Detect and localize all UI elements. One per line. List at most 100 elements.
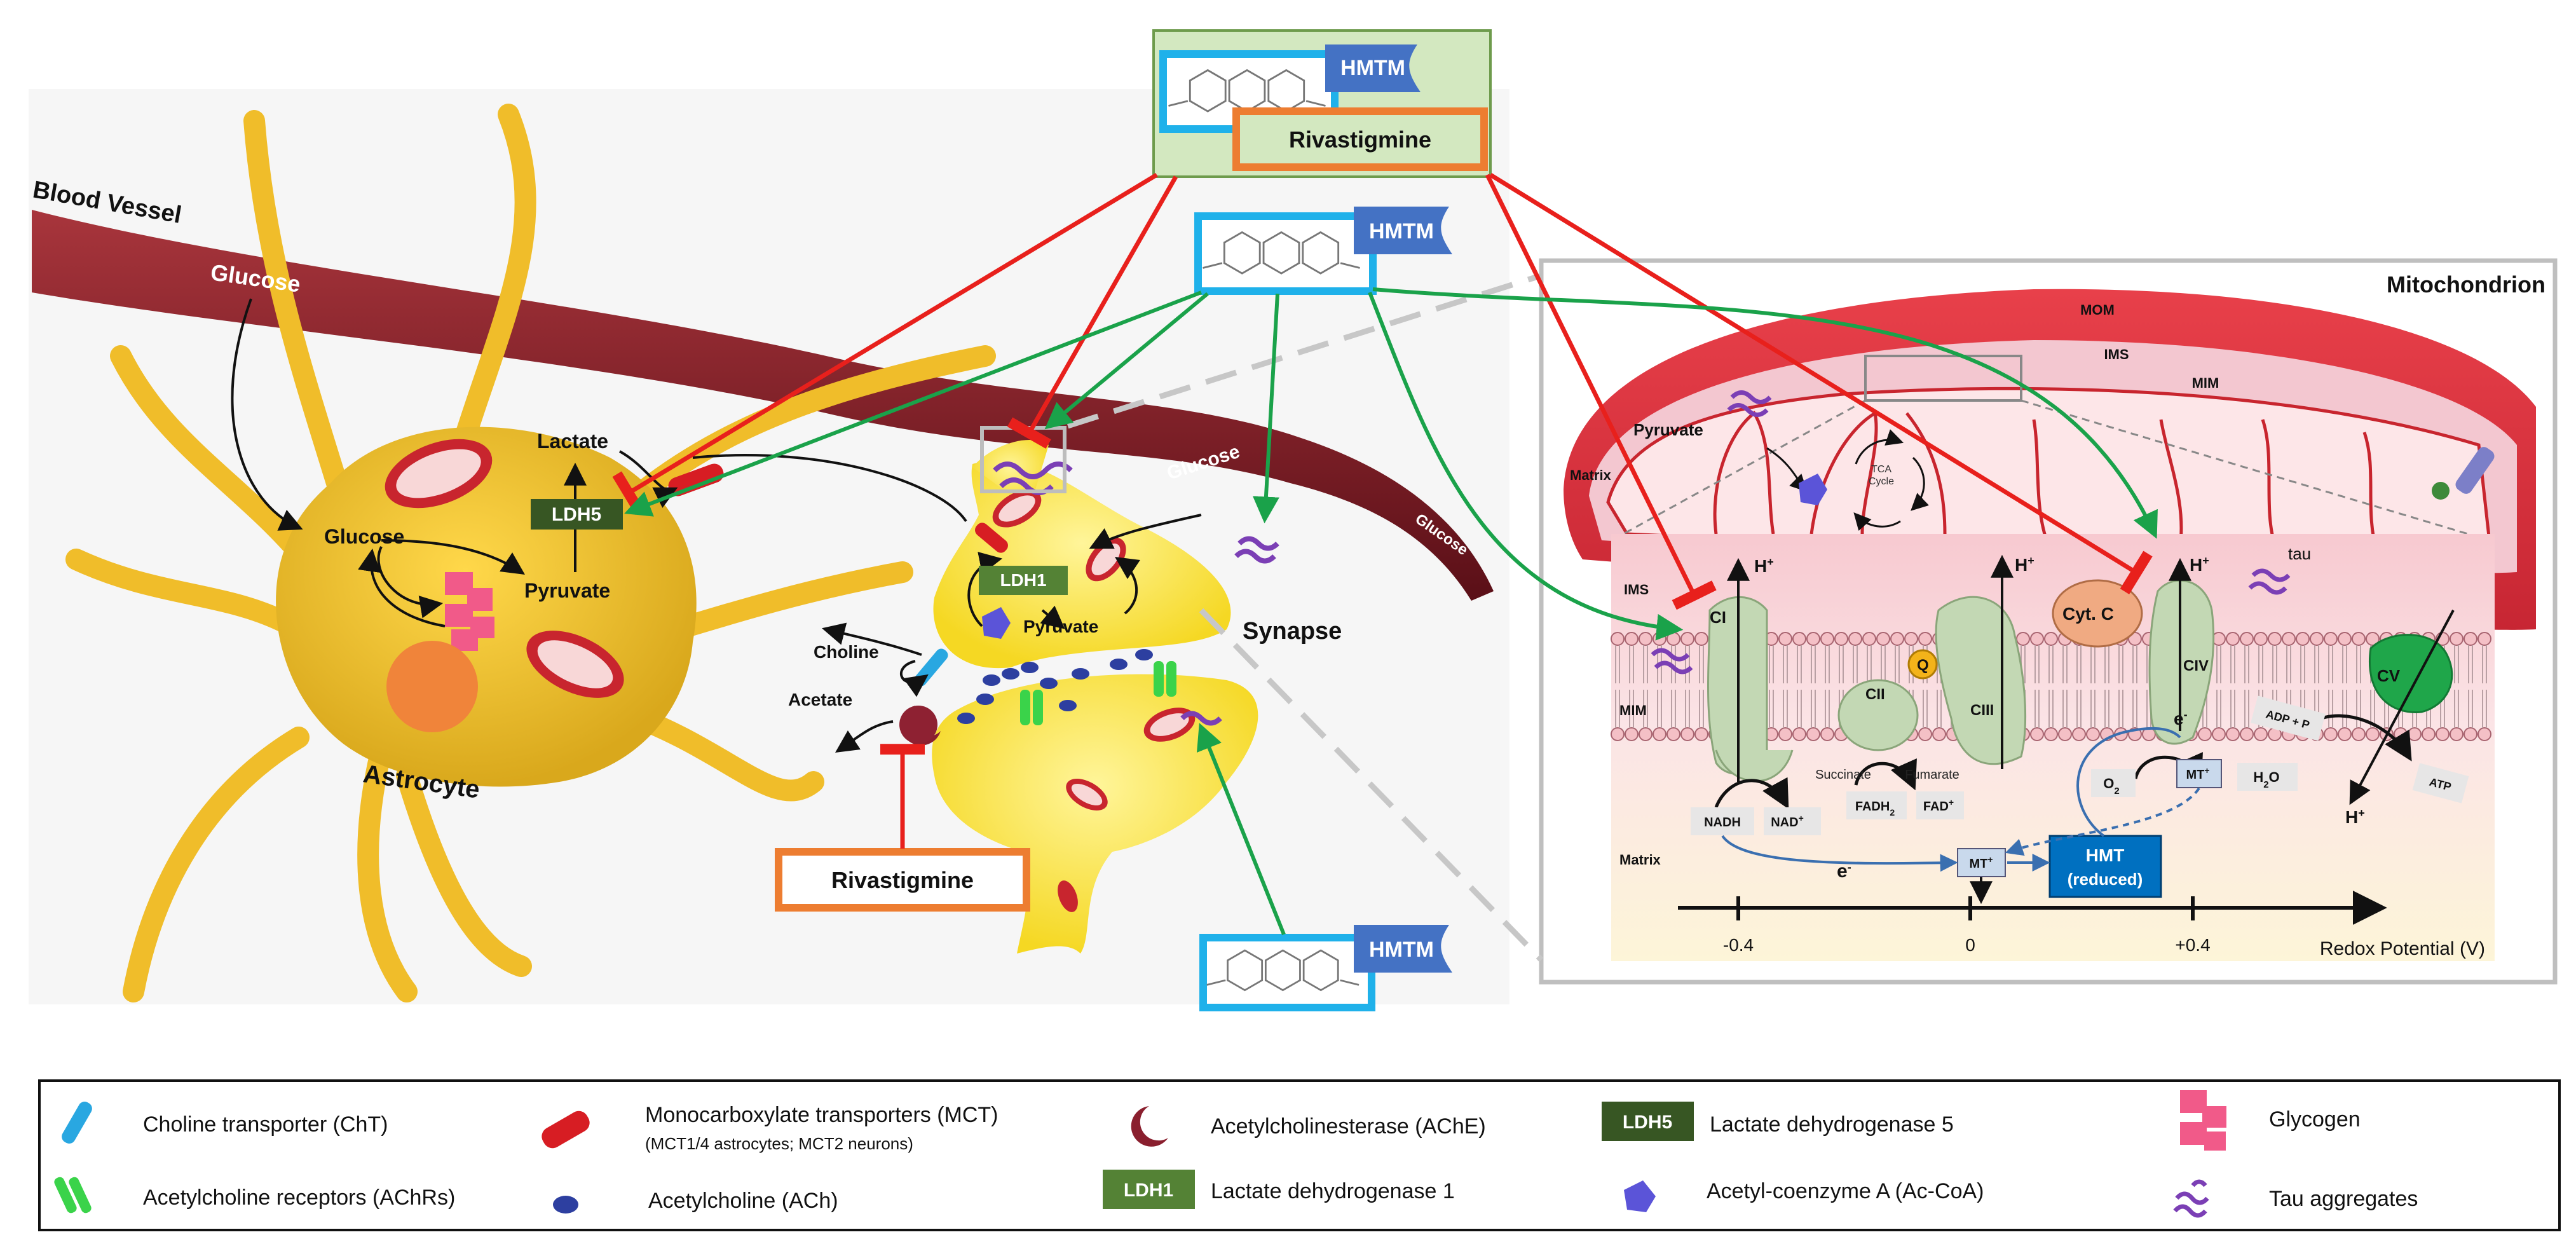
hmt-label: HMT [2086, 845, 2125, 865]
choline-label: Choline [814, 642, 879, 662]
cytochrome-c [2052, 579, 2143, 648]
ach-receptors [1020, 661, 1176, 725]
complex-v [2369, 634, 2453, 713]
astrocyte-nucleus [386, 641, 478, 732]
postsynaptic-neuron [932, 674, 1258, 954]
proton-arrows [1727, 554, 2455, 805]
legend-cht: Choline transporter (ChT) [143, 1112, 388, 1137]
mito-title: Mitochondrion [2387, 271, 2545, 297]
legend-glycogen: Glycogen [2269, 1107, 2361, 1132]
acetylcholine-molecules [957, 649, 1153, 724]
legend: Choline transporter (ChT) Acetylcholine … [38, 1079, 2561, 1231]
rivastigmine-label: Rivastigmine [831, 867, 974, 893]
complex-ii [1837, 679, 1919, 751]
nadh-label: NADH [1704, 816, 1741, 830]
ims-label: IMS [2104, 346, 2129, 362]
synapse-label: Synapse [1243, 618, 1342, 645]
matrix-panel-label: Matrix [1619, 852, 1661, 868]
astrocyte-mitochondria [385, 439, 624, 698]
blood-vessel [32, 210, 1494, 601]
mct-astrocyte [668, 463, 724, 496]
ldh5-label: LDH5 [552, 504, 601, 525]
matrix-label: Matrix [1570, 467, 1612, 483]
ache-icon [1131, 1106, 1168, 1147]
glycogen [445, 572, 494, 651]
acetyl-coa-shape [982, 607, 1011, 639]
tau-mito-label: tau [2288, 544, 2311, 563]
redox-axis [1678, 891, 2387, 925]
fadh2-label: FADH2 [1855, 800, 1895, 817]
mito-zoom-box [1864, 355, 2022, 402]
metabolism-arrows [231, 298, 1202, 753]
ims-panel-label: IMS [1624, 582, 1649, 598]
fumarate-label: Fumarate [1905, 768, 1959, 782]
legend-ache: Acetylcholinesterase (AChE) [1211, 1114, 1486, 1138]
hmtm-molecule-icon [1203, 231, 1360, 275]
mom-label: MOM [2080, 302, 2115, 318]
hmtm-molecule-icon [1206, 949, 1360, 992]
combined-drug-box: HMTM Rivastigmine [1152, 29, 1492, 178]
axis-tick-pos: +0.4 [2175, 935, 2210, 955]
activation-lines [624, 287, 2158, 936]
legend-ldh5: Lactate dehydrogenase 5 [1710, 1112, 1954, 1137]
cii-label: CII [1865, 686, 1885, 703]
cytc-label: Cyt. C [2062, 604, 2114, 624]
ldh5-badge [531, 499, 623, 530]
electron-label-2: e- [2174, 708, 2188, 728]
ubiquinone [1907, 649, 1938, 680]
complex-iv [2148, 579, 2215, 745]
h-plus-civ: H+ [2190, 554, 2209, 575]
civ-label: CIV [2183, 657, 2209, 674]
cht-icon [62, 1101, 92, 1144]
mt-label: MT+ [2186, 765, 2209, 782]
legend-frame [38, 1079, 2561, 1231]
mct-icon [542, 1111, 590, 1149]
legend-acoa: Acetyl-coenzyme A (Ac-CoA) [1707, 1179, 1984, 1203]
ldh5-legend-badge [1602, 1102, 1694, 1141]
fad-label: FAD+ [1923, 797, 1954, 814]
legend-tau: Tau aggregates [2269, 1187, 2418, 1211]
acoa-icon [1624, 1180, 1656, 1212]
rivastigmine-box: Rivastigmine [775, 848, 1030, 912]
legend-ldh1-badge: LDH1 [1124, 1180, 1173, 1201]
axis-label: Redox Potential (V) [2320, 938, 2485, 959]
legend-ach: Acetylcholine (ACh) [648, 1189, 838, 1213]
mct-neuron [975, 523, 1008, 553]
mim-label: MIM [2192, 375, 2219, 391]
astro-pyruvate-label: Pyruvate [524, 579, 610, 602]
o2-label: O2 [2103, 776, 2119, 797]
hmtm-label-middle: HMTM [1369, 219, 1434, 243]
ciii-label: CIII [1970, 702, 1994, 719]
metabolite-boxes [1691, 695, 2469, 898]
ci-label: CI [1710, 608, 1726, 627]
cv-label: CV [2377, 666, 2401, 685]
tau-icon [2173, 1179, 2209, 1218]
ach-icon [553, 1196, 578, 1214]
legend-ldh5-badge: LDH5 [1623, 1112, 1672, 1133]
combined-rivastigmine-label: Rivastigmine [1289, 126, 1431, 153]
hmtm-box-middle: HMTM [1194, 207, 1452, 295]
mito-pyruvate-label: Pyruvate [1633, 420, 1703, 439]
axis-tick-neg: -0.4 [1723, 935, 1754, 955]
hmtm-box-bottom: HMTM [1199, 925, 1452, 1011]
lactate-label: Lactate [537, 430, 608, 453]
inhibition-lines [612, 173, 2153, 849]
nad-label: NAD+ [1771, 813, 1804, 830]
q-label: Q [1917, 657, 1929, 674]
tca-label: TCA [1871, 464, 1891, 475]
electron-label: e- [1837, 861, 1851, 882]
h2o-label: H2O [2253, 769, 2279, 790]
legend-mct: Monocarboxylate transporters (MCT) [645, 1103, 998, 1127]
achr-icon [54, 1177, 77, 1214]
combined-hmtm-label: HMTM [1340, 56, 1405, 80]
electron-flow [1721, 727, 2200, 872]
hmt-reduced-label: (reduced) [2068, 870, 2143, 889]
neuron-pyruvate-label: Pyruvate [1023, 617, 1098, 636]
ldh1-badge [979, 566, 1068, 595]
legend-ldh1: Lactate dehydrogenase 1 [1211, 1179, 1455, 1203]
axis-tick-zero: 0 [1965, 935, 1975, 955]
ldh1-legend-badge [1103, 1170, 1195, 1209]
mim-panel-label: MIM [1619, 702, 1647, 718]
